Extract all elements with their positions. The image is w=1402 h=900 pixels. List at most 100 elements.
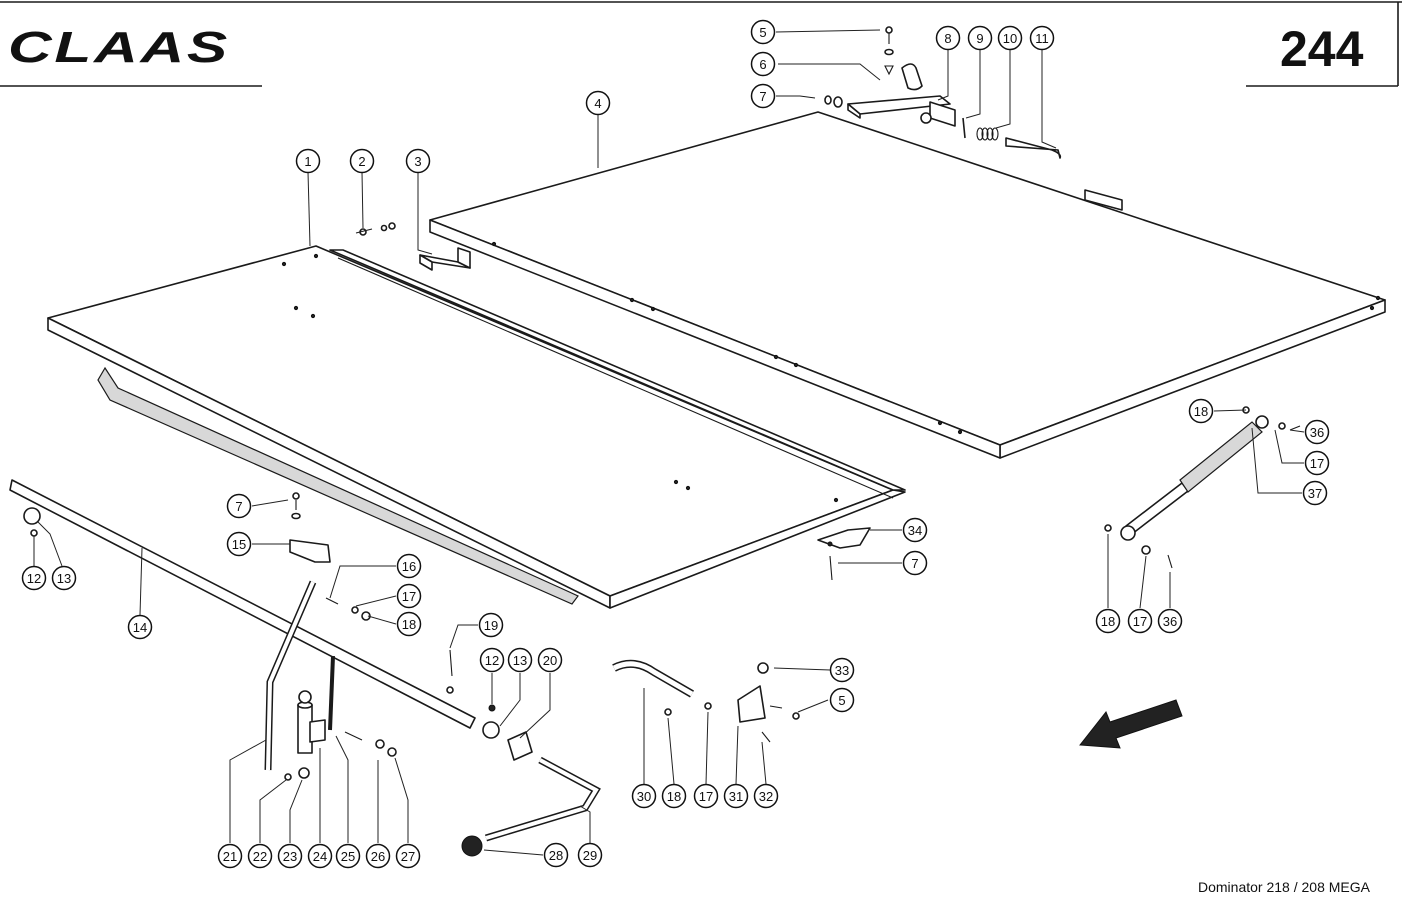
- callout-label: 26: [371, 849, 385, 864]
- callout-17: 17: [1304, 450, 1330, 476]
- callout-circle: [631, 783, 657, 809]
- callout-label: 12: [485, 653, 499, 668]
- callout-25: 25: [335, 843, 361, 869]
- callout-6: 6: [750, 51, 776, 77]
- callout-label: 7: [759, 89, 766, 104]
- callout-circle: [577, 842, 603, 868]
- callout-circle: [935, 25, 961, 51]
- callout-circle: [247, 843, 273, 869]
- callout-17: 17: [396, 583, 422, 609]
- callout-label: 17: [1133, 614, 1147, 629]
- callout-label: 9: [976, 31, 983, 46]
- callout-circle: [537, 647, 563, 673]
- callout-27: 27: [395, 843, 421, 869]
- callout-7: 7: [226, 493, 252, 519]
- callout-circle: [51, 565, 77, 591]
- callout-label: 28: [549, 848, 563, 863]
- callout-circle: [479, 647, 505, 673]
- callout-22: 22: [247, 843, 273, 869]
- callout-circle: [829, 687, 855, 713]
- callout-label: 21: [223, 849, 237, 864]
- callout-circle: [1304, 450, 1330, 476]
- callout-circle: [585, 90, 611, 116]
- callout-17: 17: [693, 783, 719, 809]
- callout-circle: [365, 843, 391, 869]
- pivot-sleeve: [284, 655, 397, 781]
- callout-circle: [967, 25, 993, 51]
- callout-circle: [217, 843, 243, 869]
- callout-label: 4: [594, 96, 601, 111]
- callout-circle: [1029, 25, 1055, 51]
- callout-label: 18: [1101, 614, 1115, 629]
- callout-18: 18: [1095, 608, 1121, 634]
- callout-label: 5: [759, 25, 766, 40]
- callout-label: 18: [1194, 404, 1208, 419]
- callout-label: 5: [838, 693, 845, 708]
- callout-circle: [396, 611, 422, 637]
- callout-label: 18: [402, 617, 416, 632]
- hinge-bracket-3: [355, 222, 471, 271]
- gas-strut: [1104, 406, 1301, 569]
- callout-label: 8: [944, 31, 951, 46]
- callout-15: 15: [226, 531, 252, 557]
- callout-4: 4: [585, 90, 611, 116]
- callout-5: 5: [829, 687, 855, 713]
- callout-label: 37: [1308, 486, 1322, 501]
- callout-label: 30: [637, 789, 651, 804]
- claas-logo-text: CLAAS: [8, 23, 230, 72]
- callout-34: 34: [902, 517, 928, 543]
- page-number: 244: [1280, 21, 1364, 77]
- callout-36: 36: [1157, 608, 1183, 634]
- callout-2: 2: [349, 148, 375, 174]
- callout-circle: [543, 842, 569, 868]
- callout-label: 34: [908, 523, 922, 538]
- callout-label: 16: [402, 559, 416, 574]
- callout-9: 9: [967, 25, 993, 51]
- callout-label: 13: [57, 571, 71, 586]
- callout-circle: [396, 553, 422, 579]
- callout-8: 8: [935, 25, 961, 51]
- callout-circle: [829, 657, 855, 683]
- callout-30: 30: [631, 783, 657, 809]
- callout-31: 31: [723, 783, 749, 809]
- rear-cover-panel: [429, 111, 1386, 459]
- callout-label: 29: [583, 848, 597, 863]
- callout-label: 11: [1035, 31, 1049, 46]
- callout-18: 18: [661, 783, 687, 809]
- callout-label: 10: [1003, 31, 1017, 46]
- callout-label: 17: [1310, 456, 1324, 471]
- callout-12: 12: [479, 647, 505, 673]
- callout-circle: [902, 517, 928, 543]
- callout-label: 17: [402, 589, 416, 604]
- front-cover-panel: [47, 245, 906, 609]
- callout-label: 15: [232, 537, 246, 552]
- callout-circle: [750, 19, 776, 45]
- callout-21: 21: [217, 843, 243, 869]
- callout-label: 6: [759, 57, 766, 72]
- callout-circle: [750, 83, 776, 109]
- callout-3: 3: [405, 148, 431, 174]
- callout-circle: [753, 783, 779, 809]
- latch-assembly: [799, 26, 1062, 159]
- callout-circle: [1127, 608, 1153, 634]
- callout-circle: [478, 612, 504, 638]
- callout-circle: [507, 647, 533, 673]
- header-frame: [0, 1, 1402, 87]
- callout-11: 11: [1029, 25, 1055, 51]
- callout-36: 36: [1304, 419, 1330, 445]
- callout-5: 5: [750, 19, 776, 45]
- callout-circle: [723, 783, 749, 809]
- callout-20: 20: [537, 647, 563, 673]
- callout-circle: [226, 493, 252, 519]
- stay-rod-14: [9, 479, 476, 729]
- callout-label: 23: [283, 849, 297, 864]
- callout-circle: [127, 614, 153, 640]
- direction-arrow: [1079, 699, 1183, 749]
- callout-circle: [1302, 480, 1328, 506]
- callout-circle: [277, 843, 303, 869]
- leader-lines: [33, 29, 1305, 856]
- callout-label: 14: [133, 620, 147, 635]
- callout-label: 3: [414, 154, 421, 169]
